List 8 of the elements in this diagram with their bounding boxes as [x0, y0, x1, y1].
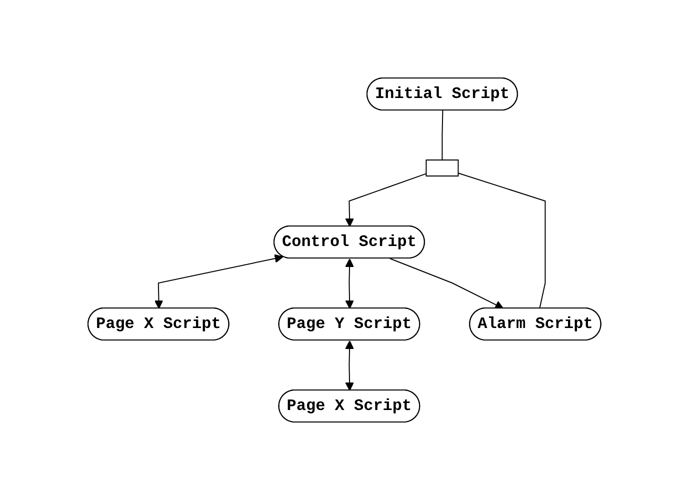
arrow — [344, 258, 354, 308]
arrow — [344, 340, 354, 390]
arrow — [344, 172, 426, 226]
connector — [457, 172, 546, 308]
arrow — [389, 258, 504, 308]
connector — [441, 110, 443, 160]
arrow — [154, 254, 283, 308]
node-box — [425, 159, 458, 176]
